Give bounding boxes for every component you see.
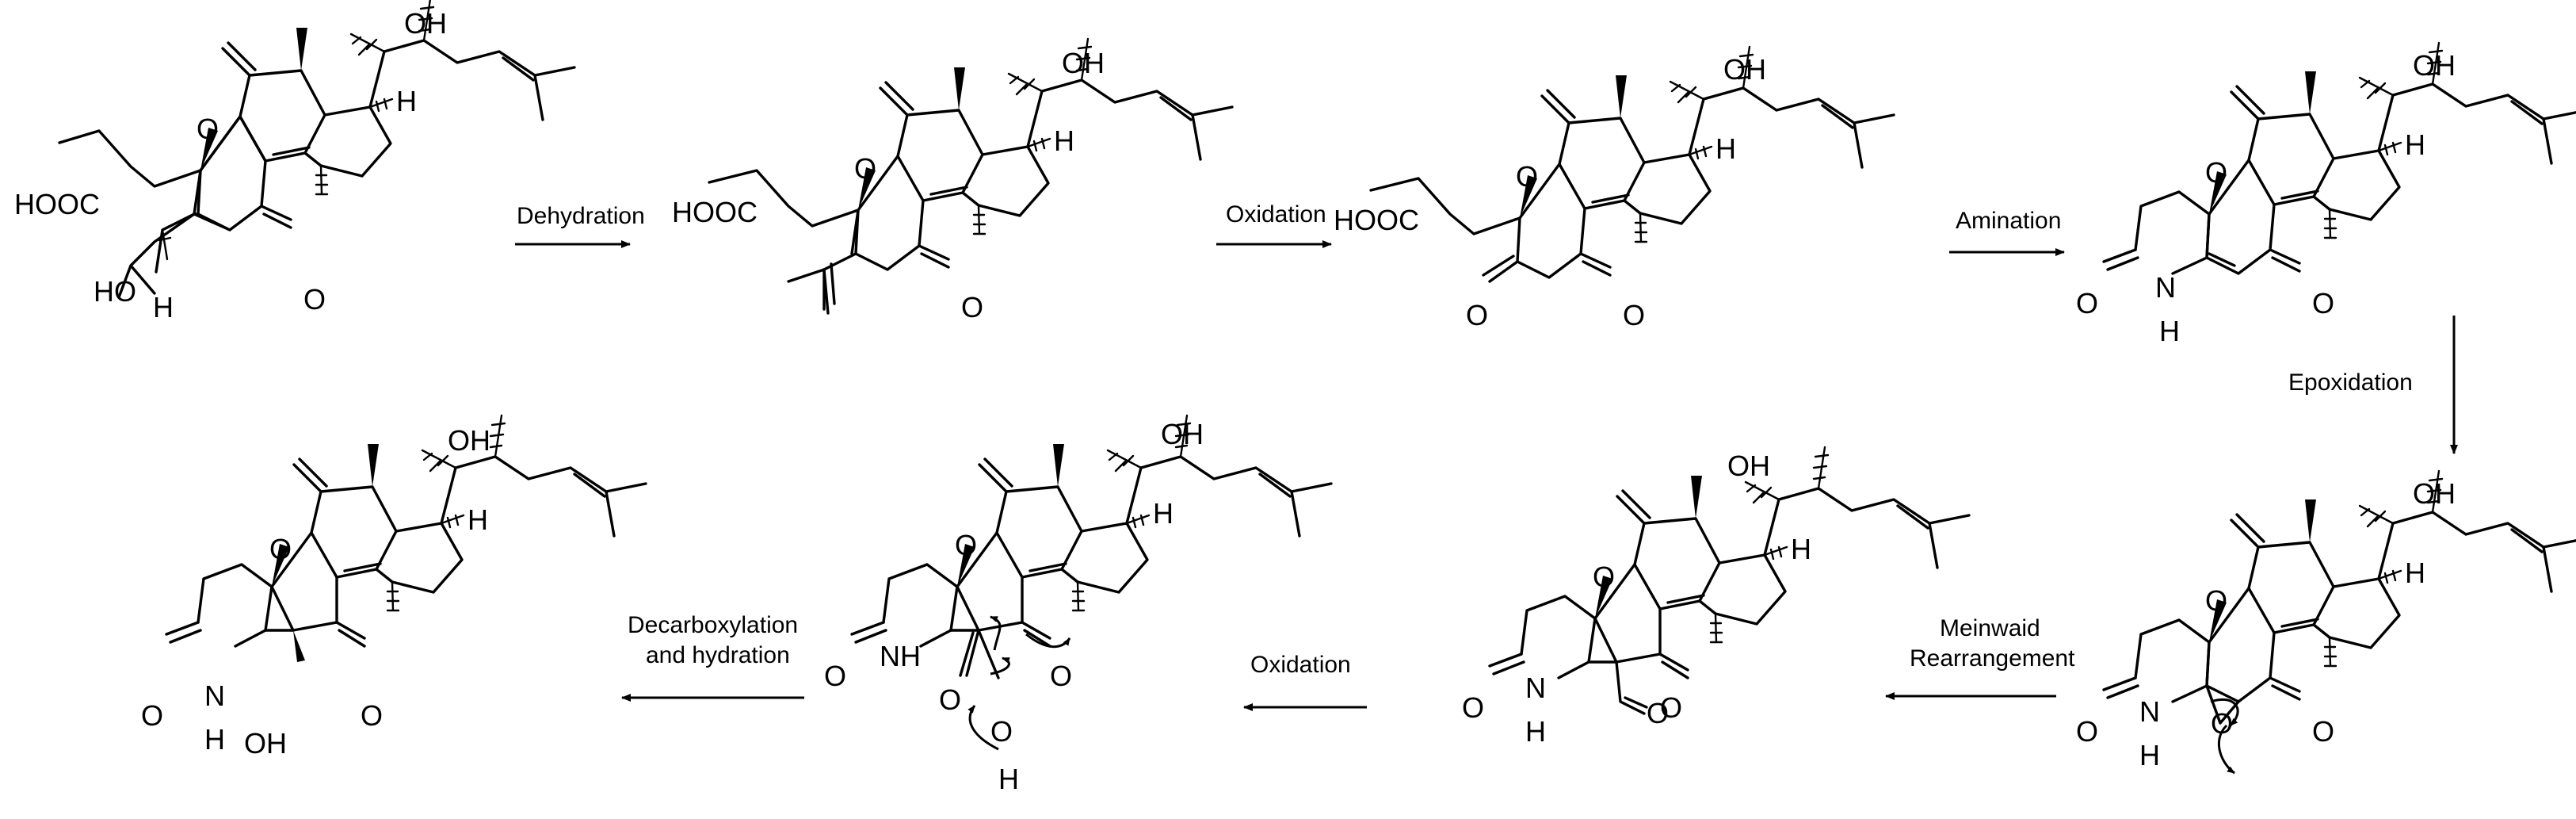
atom-oh-3: OH — [1723, 53, 1766, 86]
atom-o-6a: O — [1593, 561, 1615, 593]
atom-o-3a: O — [1516, 160, 1538, 193]
atom-o-3b: O — [1466, 299, 1488, 331]
step-label-oxidation-2: Oxidation — [1250, 652, 1351, 678]
atom-oh-5: OH — [2413, 477, 2456, 510]
atom-n-4: N — [2155, 271, 2176, 304]
atom-h-8b: H — [204, 723, 225, 756]
molecule-7 — [850, 414, 1333, 751]
atom-h-6b: H — [1525, 715, 1546, 748]
atom-oh-7: OH — [1161, 418, 1204, 450]
atom-o-6b: O — [1462, 691, 1484, 724]
atom-h-8: H — [467, 503, 488, 536]
atom-n-5: N — [2139, 695, 2160, 728]
atom-h-2: H — [1054, 124, 1074, 157]
atom-o-2b: O — [961, 291, 983, 323]
atom-oh-1: OH — [404, 7, 447, 40]
atom-o-5d: O — [2312, 715, 2334, 748]
atom-h-5b: H — [2139, 739, 2160, 771]
atom-h-5: H — [2405, 557, 2425, 589]
atom-o-7b: O — [824, 660, 846, 692]
atom-h-7: H — [1153, 497, 1174, 530]
atom-n-8: N — [204, 679, 225, 712]
molecule-3 — [1369, 45, 1895, 283]
atom-oh-2: OH — [1062, 47, 1105, 79]
atom-o-8c: O — [361, 699, 383, 732]
atom-o-2a: O — [854, 152, 876, 185]
atom-o-6c: O — [1660, 691, 1682, 724]
atom-o-8b: O — [141, 699, 163, 732]
atom-h-4b: H — [2159, 315, 2180, 347]
step-label-oxidation-1: Oxidation — [1226, 201, 1326, 228]
atom-h-1: H — [396, 85, 417, 117]
atom-o-4c: O — [2312, 287, 2334, 320]
step-label-epoxidation: Epoxidation — [2288, 369, 2413, 396]
atom-o-7d: O — [939, 683, 961, 716]
atom-o-4b: O — [2076, 287, 2098, 320]
molecule-2 — [708, 37, 1234, 315]
atom-o-4a: O — [2205, 156, 2227, 189]
molecule-5 — [2102, 469, 2576, 775]
atom-o-1b: O — [303, 283, 326, 316]
atom-o-7c: O — [1050, 660, 1072, 692]
step-label-meinwald-1: Meinwaid — [1940, 615, 2040, 641]
atom-nh-7: NH — [880, 640, 921, 672]
atom-hooc-1: HOOC — [14, 188, 100, 220]
step-label-decarb-1: Decarboxylation — [628, 612, 798, 638]
atom-o-5c: O — [2211, 707, 2233, 740]
atom-h-1b: H — [153, 291, 174, 323]
atom-h-6: H — [1791, 533, 1811, 565]
atom-h-7b: H — [998, 763, 1019, 795]
atom-h-4: H — [2405, 128, 2425, 161]
atom-hooc-3: HOOC — [1334, 204, 1419, 236]
atom-n-6: N — [1525, 672, 1546, 704]
atom-o-8a: O — [269, 533, 292, 565]
molecule-4 — [2102, 41, 2576, 275]
atom-hooc-2: HOOC — [672, 196, 758, 228]
atom-oh-4: OH — [2413, 49, 2456, 82]
atom-o-3c: O — [1623, 299, 1645, 331]
step-label-dehydration: Dehydration — [517, 203, 645, 229]
atom-h-3: H — [1715, 132, 1736, 165]
atom-o-6d: O — [1647, 697, 1669, 729]
atom-o-7a: O — [955, 529, 977, 561]
step-label-amination: Amination — [1956, 208, 2061, 234]
step-label-decarb-2: and hydration — [646, 642, 790, 668]
atom-o-5b: O — [2076, 715, 2098, 748]
molecule-1 — [58, 0, 576, 299]
atom-oh-8: OH — [448, 424, 490, 457]
atom-oh-6: OH — [1727, 450, 1770, 482]
step-label-meinwald-2: Rearrangement — [1910, 645, 2075, 672]
molecule-8 — [165, 414, 647, 662]
atom-o-7e: O — [990, 715, 1013, 748]
atom-ho-1: HO — [93, 275, 136, 308]
atom-oh-8b: OH — [244, 727, 287, 760]
molecule-6 — [1488, 446, 1971, 715]
atom-o-5a: O — [2205, 584, 2227, 617]
atom-o-1a: O — [197, 113, 219, 145]
